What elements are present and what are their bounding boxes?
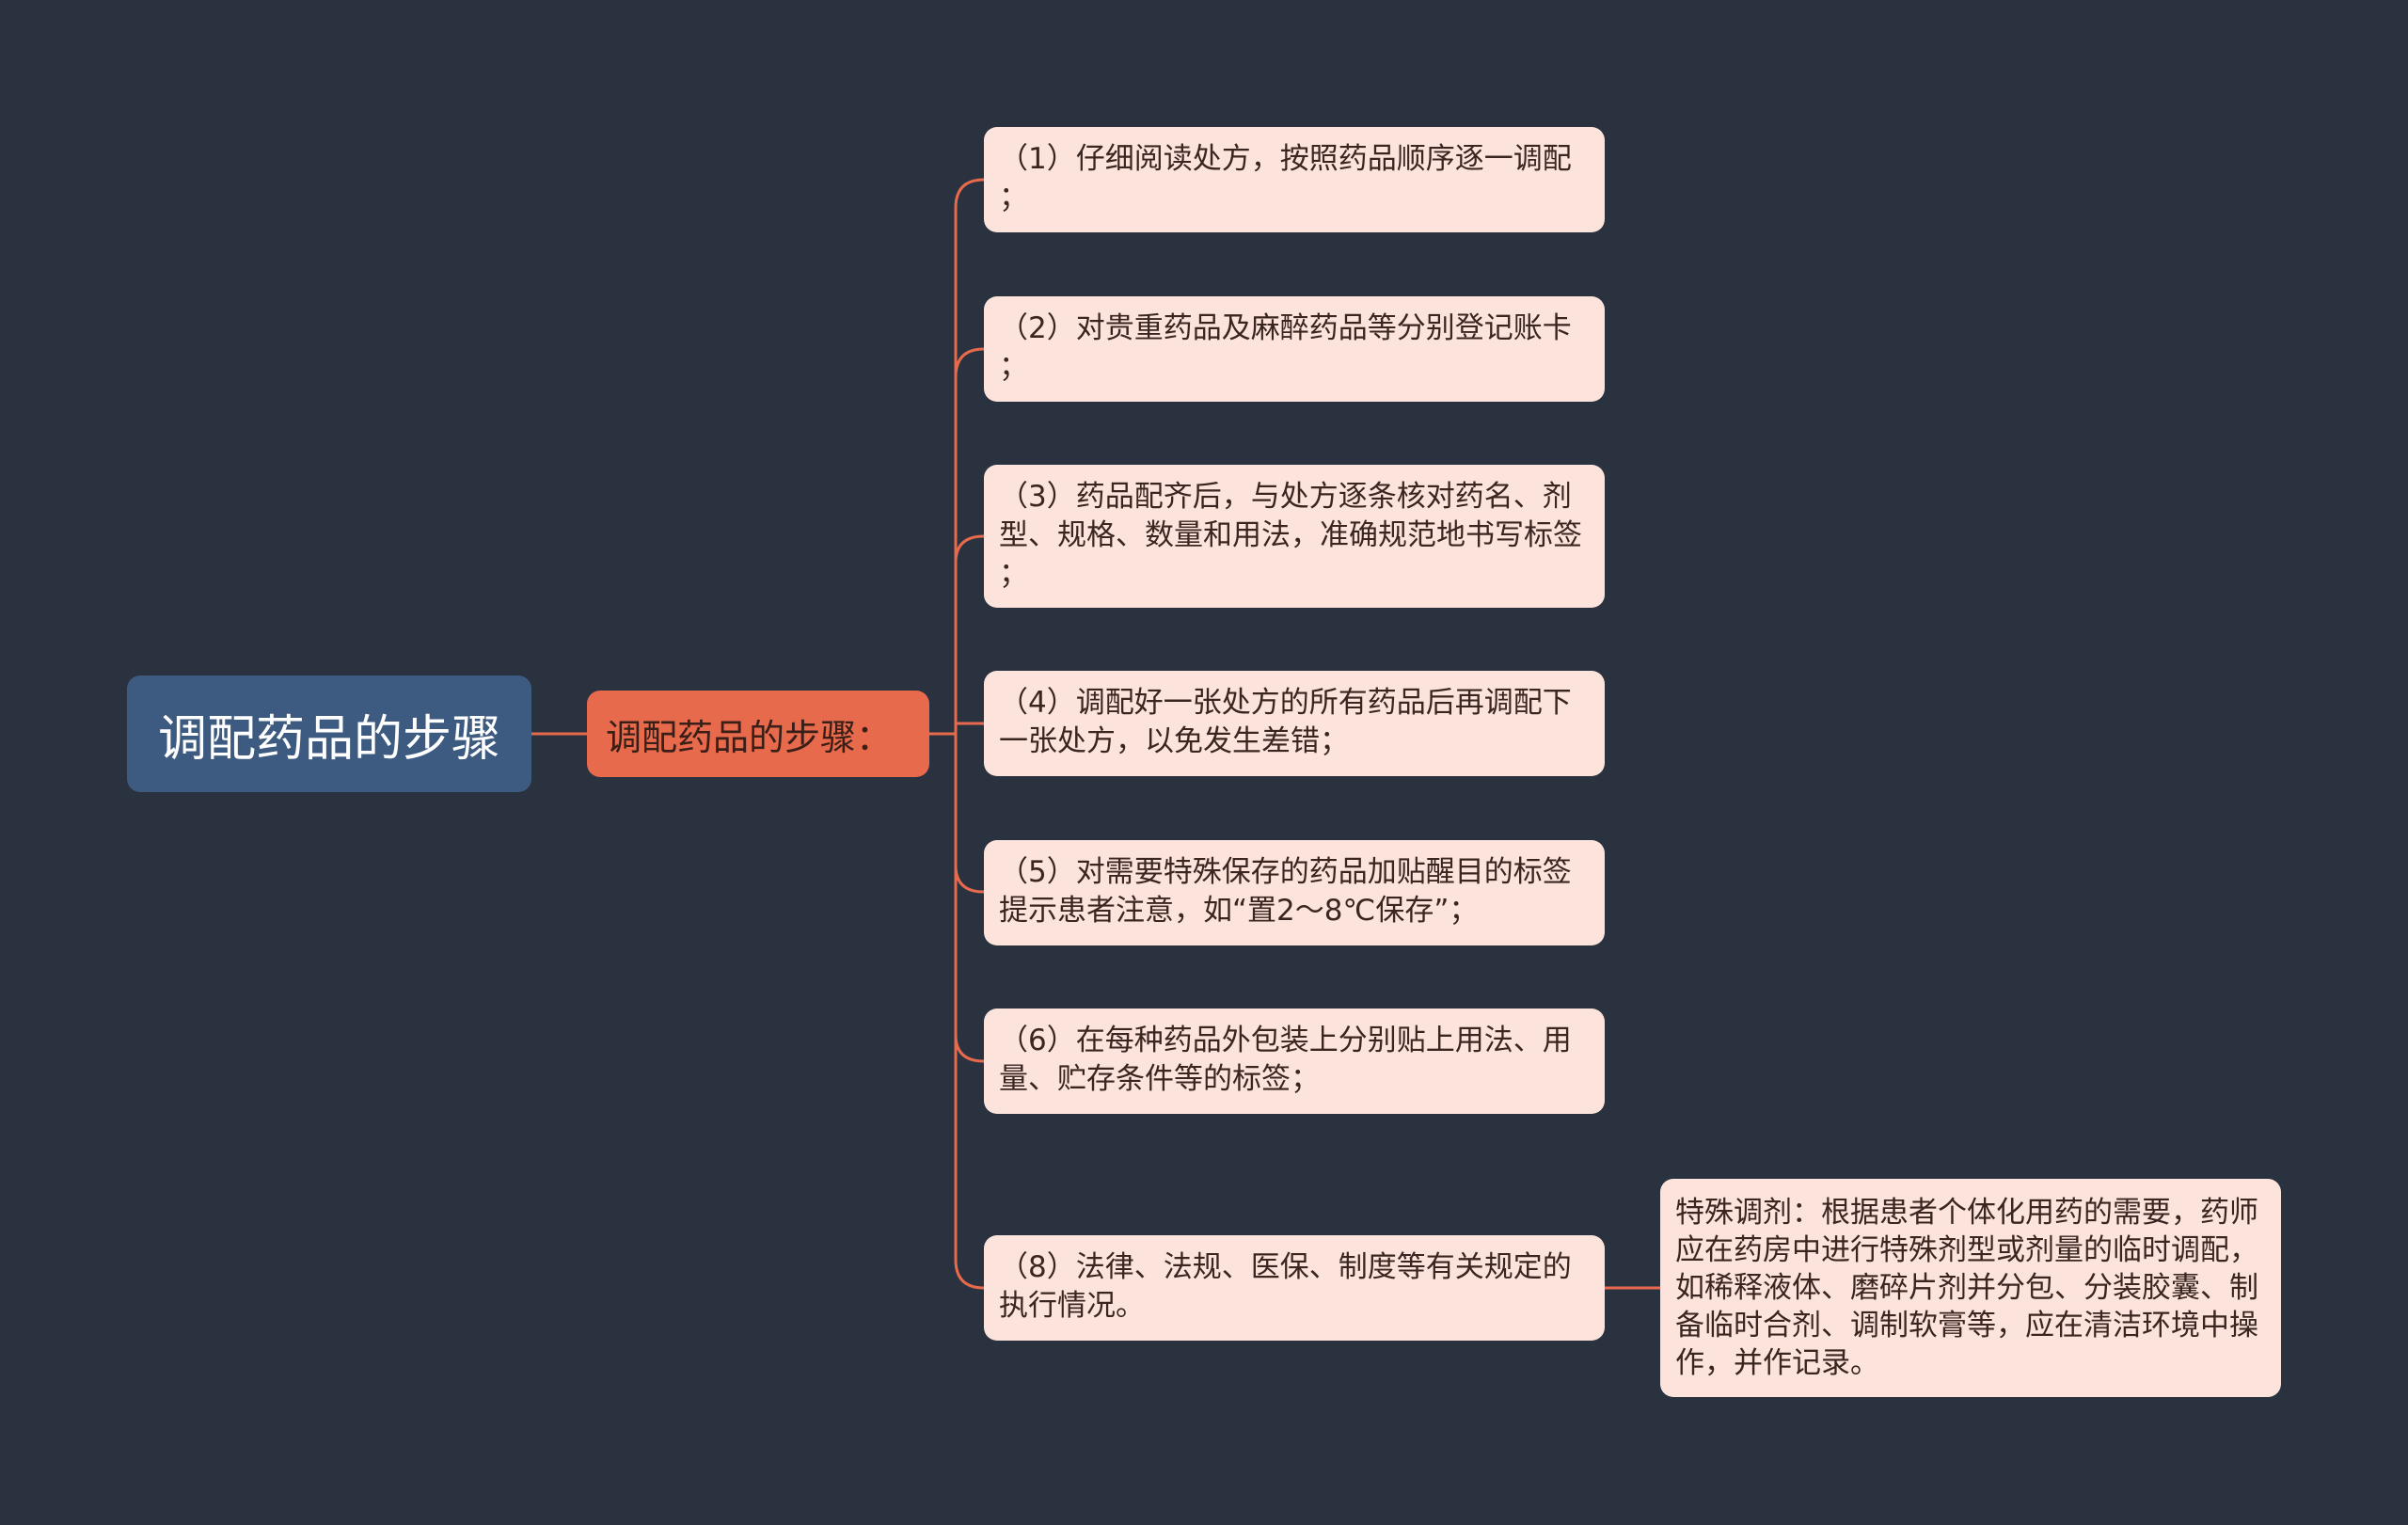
step-node-8[interactable]: （8）法律、法规、医保、制度等有关规定的 执行情况。 bbox=[984, 1235, 1605, 1341]
step-node-2[interactable]: （2）对贵重药品及麻醉药品等分别登记账卡 ； bbox=[984, 296, 1605, 402]
step-text: （8）法律、法规、医保、制度等有关规定的 执行情况。 bbox=[999, 1250, 1572, 1323]
connector-trunk bbox=[954, 178, 985, 1290]
step-node-4[interactable]: （4）调配好一张处方的所有药品后再调配下 一张处方，以免发生差错； bbox=[984, 671, 1605, 776]
connector-step-6 bbox=[954, 1034, 985, 1063]
step-text: （4）调配好一张处方的所有药品后再调配下 一张处方，以免发生差错； bbox=[999, 686, 1572, 758]
step-text: （2）对贵重药品及麻醉药品等分别登记账卡 ； bbox=[999, 311, 1572, 384]
step-node-6[interactable]: （6）在每种药品外包装上分别贴上用法、用 量、贮存条件等的标签； bbox=[984, 1009, 1605, 1114]
detail-node[interactable]: 特殊调剂：根据患者个体化用药的需要，药师应在药房中进行特殊剂型或剂量的临时调配，… bbox=[1660, 1179, 2281, 1397]
branch-node[interactable]: 调配药品的步骤： bbox=[587, 691, 929, 777]
root-label: 调配药品的步骤 bbox=[157, 710, 500, 768]
step-text: （3）药品配齐后，与处方逐条核对药名、剂 型、规格、数量和用法，准确规范地书写标… bbox=[999, 480, 1582, 591]
step-node-1[interactable]: （1）仔细阅读处方，按照药品顺序逐一调配 ； bbox=[984, 127, 1605, 232]
step-text: （6）在每种药品外包装上分别贴上用法、用 量、贮存条件等的标签； bbox=[999, 1024, 1572, 1096]
branch-label: 调配药品的步骤： bbox=[606, 716, 893, 758]
root-node[interactable]: 调配药品的步骤 bbox=[127, 675, 531, 792]
step-text: （5）对需要特殊保存的药品加贴醒目的标签 提示患者注意，如“置2～8℃保存”； bbox=[999, 855, 1572, 928]
step-text: （1）仔细阅读处方，按照药品顺序逐一调配 ； bbox=[999, 142, 1572, 214]
connector-step-2 bbox=[954, 347, 985, 378]
connector-step-5 bbox=[954, 865, 985, 894]
detail-text: 特殊调剂：根据患者个体化用药的需要，药师应在药房中进行特殊剂型或剂量的临时调配，… bbox=[1675, 1196, 2258, 1380]
connector-step-3 bbox=[954, 534, 985, 564]
step-node-5[interactable]: （5）对需要特殊保存的药品加贴醒目的标签 提示患者注意，如“置2～8℃保存”； bbox=[984, 840, 1605, 945]
step-node-3[interactable]: （3）药品配齐后，与处方逐条核对药名、剂 型、规格、数量和用法，准确规范地书写标… bbox=[984, 465, 1605, 608]
